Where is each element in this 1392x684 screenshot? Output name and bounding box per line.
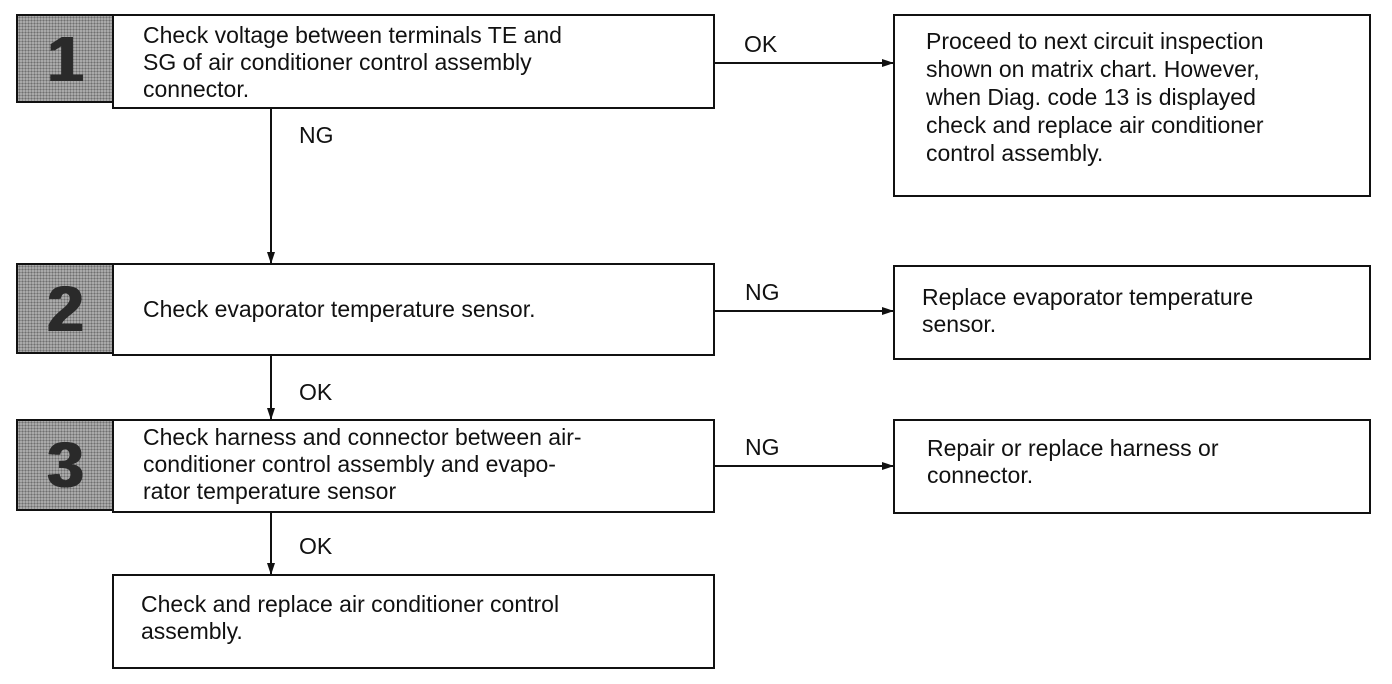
result-box-2	[893, 265, 1371, 360]
edge-label-step2-ok: OK	[299, 379, 333, 405]
step-2-text: Check evaporator temperature sensor.	[143, 296, 536, 322]
step-number-2-label: 2	[47, 272, 83, 345]
step-2-box	[112, 263, 715, 356]
edge-label-step1-ng: NG	[299, 122, 334, 148]
step-number-3-label: 3	[47, 429, 83, 501]
edge-label-step3-ok: OK	[299, 533, 333, 559]
step-1-text: Check voltage between terminals TE and S…	[143, 22, 562, 102]
step-number-3: 3	[16, 419, 114, 511]
step-number-1: 1	[16, 14, 114, 103]
final-action-text: Check and replace air conditioner contro…	[141, 591, 560, 644]
step-number-2: 2	[16, 263, 114, 354]
step-3-text: Check harness and connector between air-…	[143, 424, 582, 504]
result-box-1	[893, 14, 1371, 197]
result-1-text: Proceed to next circuit inspection shown…	[926, 28, 1264, 166]
result-3-text: Repair or replace harness or connector.	[927, 435, 1219, 488]
step-1-box	[112, 14, 715, 109]
edge-label-step3-ng: NG	[745, 434, 780, 460]
final-action-box	[112, 574, 715, 669]
result-box-3	[893, 419, 1371, 514]
edge-label-step1-ok: OK	[744, 31, 778, 57]
result-2-text: Replace evaporator temperature sensor.	[922, 284, 1254, 337]
step-number-1-label: 1	[47, 22, 83, 95]
step-3-box	[112, 419, 715, 513]
edge-label-step2-ng: NG	[745, 279, 780, 305]
